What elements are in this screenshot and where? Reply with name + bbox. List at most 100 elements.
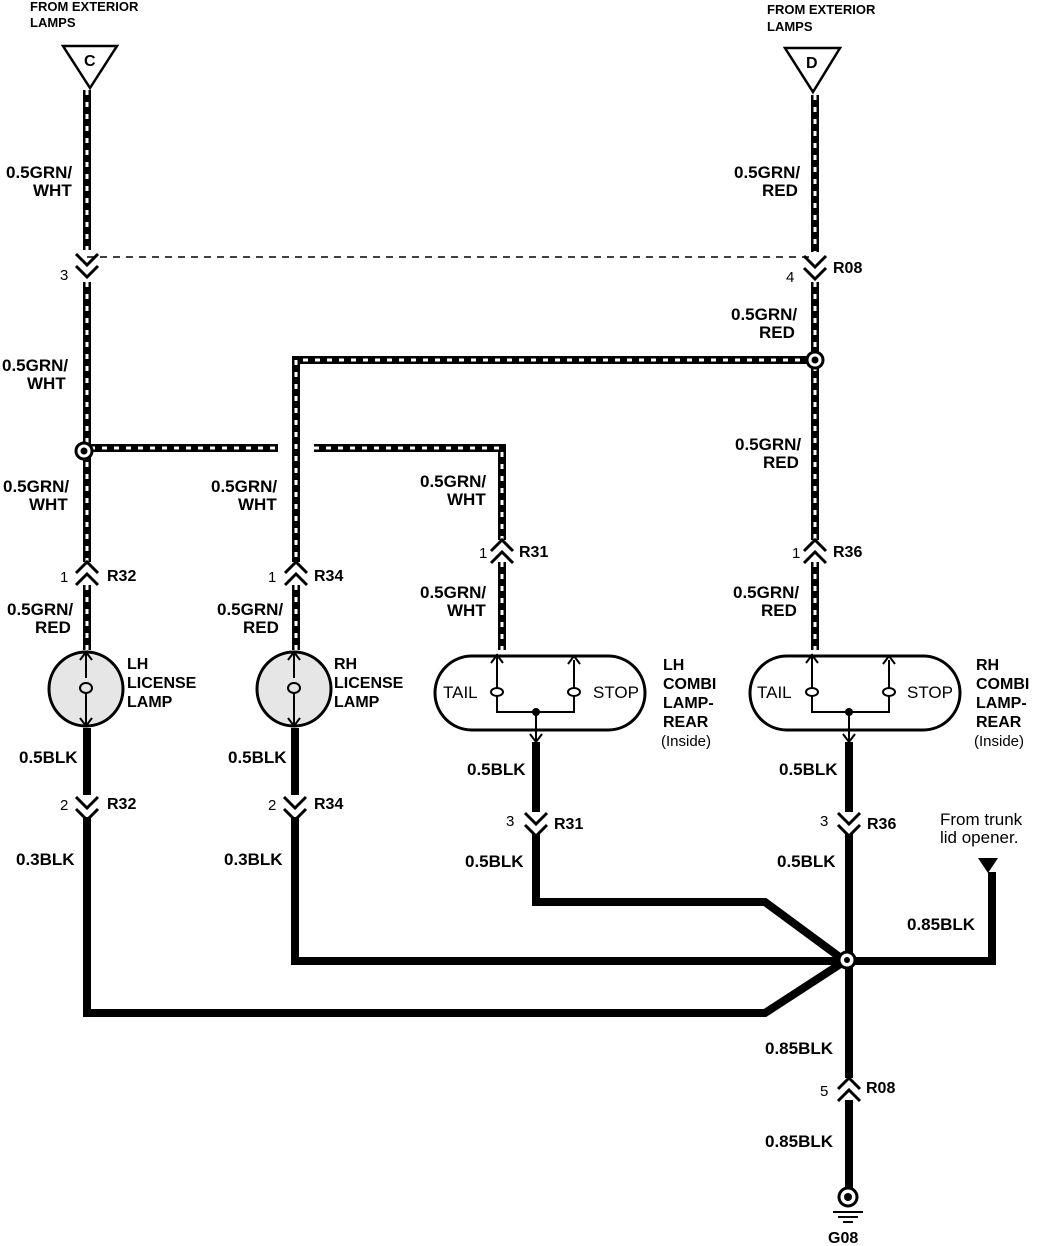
svg-text:0.5BLK: 0.5BLK [777, 852, 836, 871]
left-source-label: FROM EXTERIOR [30, 0, 139, 14]
rh-combi-lamp: TAIL STOP [748, 653, 962, 744]
svg-text:WHT: WHT [27, 374, 66, 393]
rh-combi-name: RH COMBI LAMP- REAR (Inside) [974, 657, 1029, 750]
svg-text:LICENSE: LICENSE [127, 675, 197, 692]
svg-text:3: 3 [820, 813, 828, 830]
svg-text:0.5GRN/: 0.5GRN/ [7, 600, 73, 619]
ground-symbol [833, 1186, 863, 1223]
svg-text:3: 3 [60, 267, 68, 284]
svg-text:4: 4 [786, 269, 794, 286]
svg-text:R36: R36 [867, 816, 896, 833]
svg-text:COMBI: COMBI [976, 676, 1029, 693]
svg-text:RED: RED [243, 618, 279, 637]
svg-text:0.5BLK: 0.5BLK [467, 760, 526, 779]
svg-text:0.3BLK: 0.3BLK [16, 850, 75, 869]
svg-text:R31: R31 [519, 544, 548, 561]
svg-text:R31: R31 [554, 816, 583, 833]
svg-text:0.5GRN/: 0.5GRN/ [3, 477, 69, 496]
svg-text:0.5GRN/: 0.5GRN/ [733, 583, 799, 602]
svg-text:RED: RED [763, 453, 799, 472]
svg-text:WHT: WHT [447, 490, 486, 509]
rh-tail-label: TAIL [757, 683, 792, 702]
svg-text:1: 1 [792, 545, 800, 562]
svg-text:From trunk: From trunk [940, 810, 1023, 829]
svg-text:LAMP: LAMP [334, 694, 380, 711]
svg-text:REAR: REAR [976, 714, 1022, 731]
svg-text:0.85BLK: 0.85BLK [765, 1132, 834, 1151]
svg-text:RED: RED [761, 601, 797, 620]
svg-text:0.5GRN/: 0.5GRN/ [217, 600, 283, 619]
svg-text:R36: R36 [833, 544, 862, 561]
svg-text:WHT: WHT [447, 601, 486, 620]
svg-text:0.5BLK: 0.5BLK [228, 748, 287, 767]
svg-text:lid opener.: lid opener. [940, 828, 1018, 847]
splice-right-dot [811, 356, 819, 364]
svg-text:0.85BLK: 0.85BLK [765, 1039, 834, 1058]
svg-text:5: 5 [820, 1083, 828, 1100]
svg-text:LH: LH [127, 656, 148, 673]
svg-text:0.5BLK: 0.5BLK [465, 852, 524, 871]
terminal-c: C [60, 44, 120, 91]
svg-text:2: 2 [268, 797, 276, 814]
svg-text:0.3BLK: 0.3BLK [224, 850, 283, 869]
svg-text:LAMP-: LAMP- [976, 695, 1027, 712]
svg-text:2: 2 [60, 797, 68, 814]
svg-text:0.5GRN/: 0.5GRN/ [211, 477, 277, 496]
rh-stop-label: STOP [907, 683, 953, 702]
svg-text:RED: RED [762, 181, 798, 200]
connector-labels: R08 4 3 R32 1 R34 1 R31 1 R36 1 R32 2 R3… [60, 260, 896, 1246]
lh-license-lamp [47, 650, 125, 728]
svg-text:R08: R08 [833, 260, 862, 277]
svg-text:REAR: REAR [663, 714, 709, 731]
svg-text:RH: RH [334, 656, 357, 673]
striped-wires [83, 90, 819, 650]
rh-license-lamp [255, 650, 333, 728]
svg-text:R32: R32 [107, 796, 136, 813]
svg-text:LAMP-: LAMP- [663, 695, 714, 712]
svg-text:LAMP: LAMP [127, 694, 173, 711]
svg-text:1: 1 [479, 545, 487, 562]
terminal-c-label: C [84, 53, 96, 70]
svg-text:(Inside): (Inside) [661, 733, 711, 750]
svg-text:WHT: WHT [33, 181, 72, 200]
svg-text:R08: R08 [866, 1080, 895, 1097]
svg-text:WHT: WHT [29, 495, 68, 514]
svg-text:0.5GRN/: 0.5GRN/ [731, 305, 797, 324]
right-source-lamps: LAMPS [767, 19, 813, 34]
lh-license-name: LH LICENSE LAMP [127, 656, 197, 711]
lh-stop-label: STOP [593, 683, 639, 702]
svg-text:3: 3 [506, 813, 514, 830]
trunk-opener-note: From trunk lid opener. [940, 810, 1023, 847]
svg-text:0.5GRN/: 0.5GRN/ [420, 472, 486, 491]
svg-text:RH: RH [976, 657, 999, 674]
right-source-label: FROM EXTERIOR [767, 2, 876, 17]
svg-text:G08: G08 [828, 1230, 858, 1246]
terminal-d-label: D [806, 55, 818, 72]
svg-text:WHT: WHT [238, 495, 277, 514]
wire-labels: 0.5GRN/ WHT 0.5GRN/ WHT 0.5GRN/ WHT 0.5G… [2, 163, 976, 1151]
svg-text:0.5GRN/: 0.5GRN/ [2, 356, 68, 375]
terminal-d: D [782, 46, 843, 95]
svg-text:LH: LH [663, 657, 684, 674]
svg-text:COMBI: COMBI [663, 676, 716, 693]
svg-text:0.5BLK: 0.5BLK [779, 760, 838, 779]
svg-text:R34: R34 [314, 568, 343, 585]
rh-license-name: RH LICENSE LAMP [334, 656, 404, 711]
ground-wires [83, 728, 996, 1190]
svg-text:0.5GRN/: 0.5GRN/ [420, 583, 486, 602]
svg-text:0.5GRN/: 0.5GRN/ [6, 163, 72, 182]
svg-text:0.85BLK: 0.85BLK [907, 915, 976, 934]
trunk-opener-arrow [978, 858, 998, 873]
svg-text:0.5GRN/: 0.5GRN/ [734, 163, 800, 182]
lh-tail-label: TAIL [443, 683, 478, 702]
svg-text:R32: R32 [107, 568, 136, 585]
lh-combi-lamp: TAIL STOP [433, 653, 647, 744]
svg-text:R34: R34 [314, 796, 343, 813]
svg-text:0.5GRN/: 0.5GRN/ [735, 435, 801, 454]
connector-chevrons [74, 252, 862, 1103]
svg-text:RED: RED [35, 618, 71, 637]
ground-splice-dot [844, 957, 850, 963]
svg-text:0.5BLK: 0.5BLK [19, 748, 78, 767]
svg-text:LICENSE: LICENSE [334, 675, 404, 692]
svg-text:1: 1 [268, 569, 276, 586]
